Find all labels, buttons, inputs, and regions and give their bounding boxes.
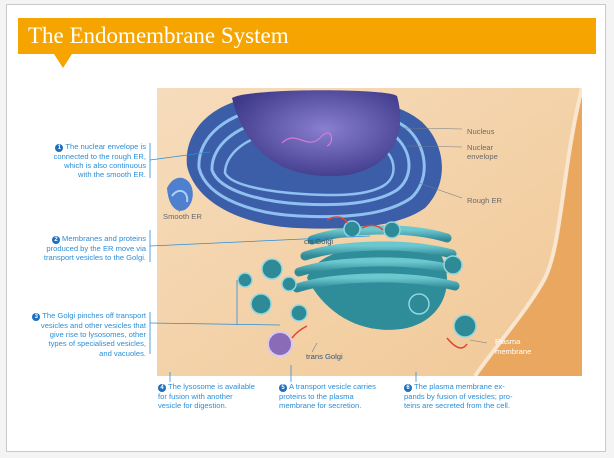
label-nuclear-envelope-line1: Nuclear: [467, 143, 494, 152]
callout-1-line: The nuclear envelope is: [65, 142, 146, 151]
label-cis-golgi: cis Golgi: [304, 237, 334, 246]
callout-1-line: which is also continuous: [64, 161, 146, 171]
callout-1-number: 1: [55, 144, 64, 152]
label-smooth-er: Smooth ER: [163, 212, 202, 221]
callout-3-line: and vacuoles.: [99, 348, 146, 358]
extracellular-region: [475, 88, 582, 376]
label-nuclear-envelope-line2: envelope: [467, 152, 498, 161]
title-banner: The Endomembrane System: [18, 18, 596, 54]
label-trans-golgi: trans Golgi: [306, 352, 343, 361]
callout-1-line: connected to the rough ER,: [53, 152, 146, 161]
transport-arrows: [291, 216, 468, 349]
callout-3-line: The Golgi pinches off transport: [42, 311, 146, 320]
nucleus: [232, 90, 401, 177]
callout-3-line: vesicles and other vesicles that: [40, 321, 146, 330]
callout-2-line: transport vesicles to the Golgi.: [43, 253, 146, 263]
callout-6-line: teins are secreted from the cell.: [404, 401, 510, 411]
callout-2-line: produced by the ER move via: [46, 244, 146, 253]
banner-pointer: [54, 54, 72, 68]
callout-3-number: 3: [32, 313, 41, 321]
callout-4-number: 4: [158, 384, 166, 392]
smooth-er: [167, 177, 193, 211]
lysosome: [267, 331, 293, 357]
callout-1-line: with the smooth ER.: [78, 170, 146, 180]
cell-illustration: [157, 88, 582, 376]
callout-5-line: membrane for secretion.: [279, 401, 362, 411]
label-rough-er: Rough ER: [467, 196, 503, 205]
plasma-membrane-line: [473, 88, 582, 376]
callout-4-line: The lysosome is available: [168, 382, 255, 391]
label-plasma-membrane-line2: membrane: [495, 347, 532, 356]
callout-5-line: proteins to the plasma: [279, 392, 354, 401]
callout-5-line: A transport vesicle carries: [289, 382, 376, 391]
chromatin: [281, 132, 333, 147]
callout-5-number: 5: [279, 384, 287, 392]
golgi-apparatus: [292, 225, 460, 330]
label-plasma-membrane-line1: Plasma: [495, 337, 521, 346]
callout-4-line: vesicle for digestion.: [158, 401, 227, 411]
callout-2-number: 2: [52, 236, 60, 244]
callout-2-line: Membranes and proteins: [62, 234, 146, 243]
callout-4-line: for fusion with another: [158, 392, 233, 401]
callout-6-line: The plasma membrane ex-: [414, 382, 505, 391]
callout-3-line: types of specialised vesicles,: [48, 339, 147, 349]
callout-6-number: 6: [404, 384, 412, 392]
label-nucleus: Nucleus: [467, 127, 495, 136]
callout-6-line: pands by fusion of vesicles; pro-: [404, 392, 513, 401]
page-title: The Endomembrane System: [28, 23, 289, 48]
callout-3-line: give rise to lysosomes, other: [49, 330, 146, 340]
vesicles: [237, 220, 477, 357]
